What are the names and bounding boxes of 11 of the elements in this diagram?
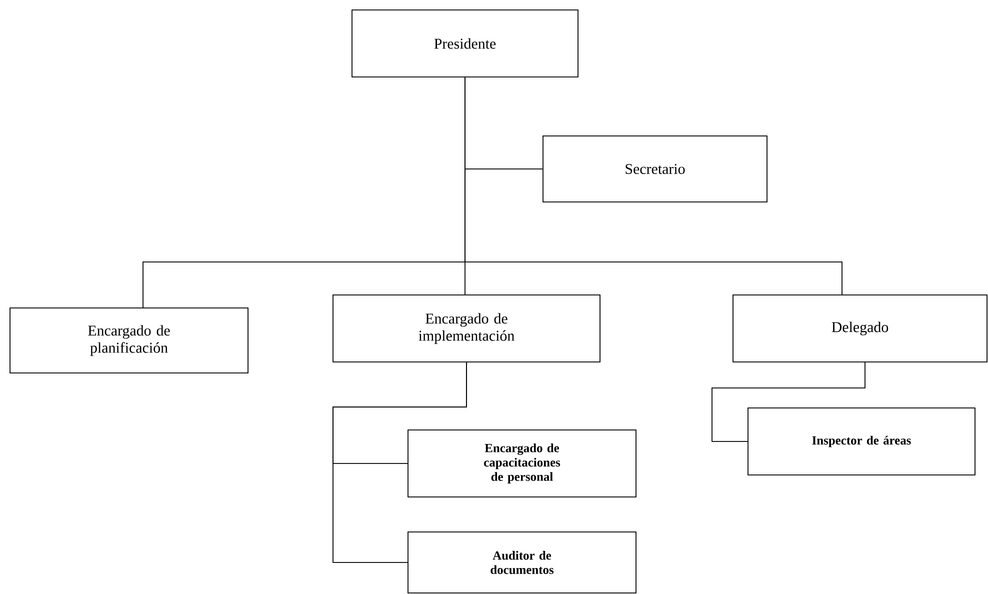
org-box: Encargado de planificación xyxy=(10,308,248,374)
connector-line xyxy=(464,76,842,296)
org-box: Inspector de áreas xyxy=(748,408,976,476)
connector-line xyxy=(712,362,866,442)
org-box: Delegado xyxy=(732,294,988,362)
org-box: Secretario xyxy=(542,136,768,202)
org-box: Encargado de capacitaciones de personal xyxy=(408,430,636,498)
org-box: Presidente xyxy=(352,10,578,78)
org-box: Encargado de implementación xyxy=(332,294,600,362)
org-box: Auditor de documentos xyxy=(408,532,636,594)
connector-line xyxy=(332,362,467,563)
